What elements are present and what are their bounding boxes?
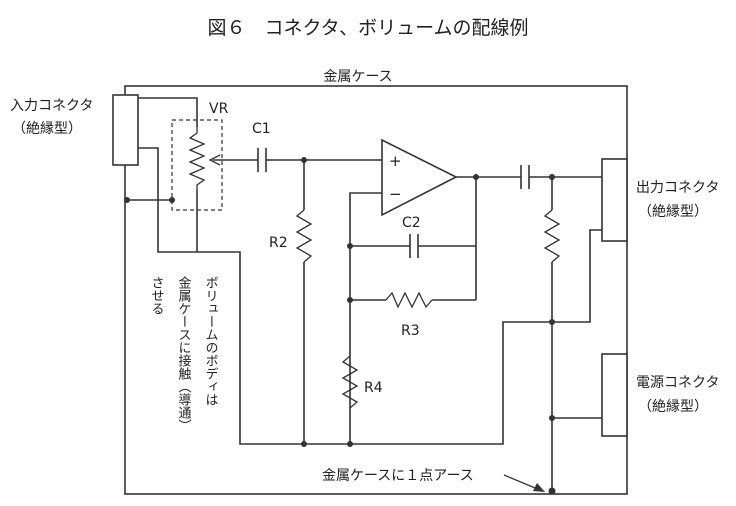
figure-title: 図６ コネクタ、ボリュームの配線例 <box>207 17 528 39</box>
ground-note: 金属ケースに１点アース <box>322 468 474 484</box>
r4-label: R4 <box>364 380 383 396</box>
input-connector-type: （絶縁型） <box>12 121 82 137</box>
output-resistor <box>543 209 561 263</box>
output-connector-name: 出力コネクタ <box>636 180 719 196</box>
ground-note-arrowhead <box>533 483 545 492</box>
power-connector <box>601 353 628 437</box>
metal-case <box>124 85 628 495</box>
vr-body-note-line3: させる <box>149 276 165 315</box>
vr-wiper-arrow <box>208 154 221 166</box>
vr-top-lead <box>138 97 198 127</box>
r3-label: R3 <box>401 323 420 339</box>
inverting-input-wire <box>349 192 382 444</box>
single-point-ground <box>548 487 556 495</box>
op-amp <box>381 138 458 217</box>
c2-plates <box>409 234 419 258</box>
ground-return-wire <box>350 321 552 445</box>
vr-resistor <box>188 127 206 190</box>
power-connector-name: 電源コネクタ <box>636 375 719 391</box>
output-cap-plates <box>520 165 530 189</box>
junction-r2-ground <box>301 441 307 447</box>
input-connector <box>112 94 139 166</box>
r3-resistor <box>385 291 433 309</box>
r2-label: R2 <box>269 235 288 251</box>
op-amp-minus-sign: − <box>389 185 402 203</box>
r2-resistor <box>295 209 313 263</box>
vr-body-note-line1: ボリュームのボディは <box>203 276 218 406</box>
input-connector-name: 入力コネクタ <box>10 98 93 114</box>
c1-plates <box>257 148 267 172</box>
output-connector-ground <box>552 229 602 323</box>
r4-resistor <box>341 355 359 409</box>
junction-vr-body <box>169 197 175 203</box>
c2-label: C2 <box>402 215 421 231</box>
vr-label: VR <box>209 101 229 117</box>
junction-bus-output <box>549 319 555 325</box>
junction-case-body <box>124 197 130 203</box>
op-amp-plus-sign: + <box>389 152 402 170</box>
power-connector-type: （絶縁型） <box>638 399 708 415</box>
ground-note-arrow <box>503 474 541 491</box>
junction-bus-power <box>549 415 555 421</box>
input-ground-wire <box>138 147 352 445</box>
case-label: 金属ケース <box>323 69 392 85</box>
vr-body-note-line2: 金属ケースに接触（導通） <box>176 275 192 432</box>
c1-label: C1 <box>252 121 271 137</box>
output-connector <box>601 158 628 242</box>
output-connector-type: （絶縁型） <box>638 204 708 220</box>
